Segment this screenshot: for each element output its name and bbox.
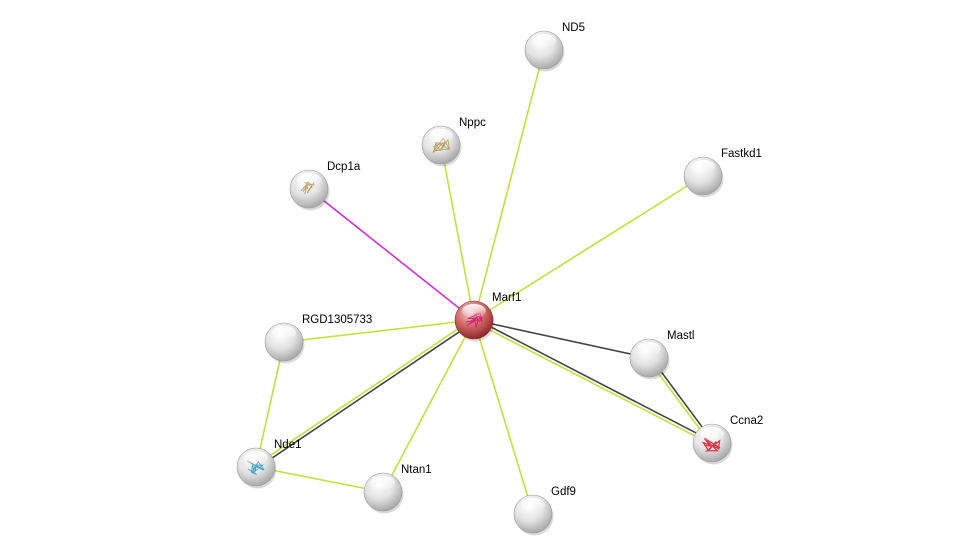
node-Ntan1[interactable]: Ntan1 (364, 464, 432, 514)
node-label: Ntan1 (401, 464, 432, 476)
node-label: ND5 (562, 22, 585, 34)
node-highlight (244, 451, 268, 465)
node-Dcp1a[interactable]: Dcp1a (290, 161, 361, 211)
node-Gdf9[interactable]: Gdf9 (514, 486, 576, 536)
node-highlight (462, 304, 486, 318)
node-label: Marf1 (492, 292, 521, 304)
edge-line-experiments (309, 189, 474, 320)
node-highlight (637, 342, 661, 356)
edge-line-textmining (474, 320, 533, 514)
node-label: Gdf9 (551, 486, 576, 498)
node-highlight (532, 34, 556, 48)
node-highlight (371, 476, 395, 490)
node-label: Mastl (667, 330, 694, 342)
node-label: RGD1305733 (302, 314, 372, 326)
node-highlight (700, 427, 724, 441)
node-highlight (272, 326, 296, 340)
node-Fastkd1[interactable]: Fastkd1 (684, 148, 762, 198)
node-Nppc[interactable]: Nppc (422, 117, 486, 167)
edge-Marf1-Nppc[interactable] (441, 145, 474, 320)
node-highlight (429, 129, 453, 143)
edge-Marf1-Gdf9[interactable] (474, 320, 533, 514)
node-ND5[interactable]: ND5 (525, 22, 585, 72)
edge-line-textmining (474, 50, 544, 320)
node-Nde1[interactable]: Nde1 (237, 439, 302, 489)
edge-line-coexpression (474, 320, 649, 358)
node-label: Nppc (459, 117, 486, 129)
node-highlight (521, 498, 545, 512)
node-label: Nde1 (274, 439, 302, 451)
node-Ccna2[interactable]: Ccna2 (693, 415, 763, 465)
node-label: Ccna2 (730, 415, 763, 427)
node-label: Dcp1a (327, 161, 361, 173)
edge-Marf1-Dcp1a[interactable] (309, 189, 474, 320)
node-Mastl[interactable]: Mastl (630, 330, 694, 380)
node-Marf1[interactable]: Marf1 (455, 292, 521, 342)
edge-Marf1-ND5[interactable] (474, 50, 544, 320)
node-highlight (691, 160, 715, 174)
node-label: Fastkd1 (721, 148, 762, 160)
edge-line-textmining (441, 145, 474, 320)
node-highlight (297, 173, 321, 187)
edge-Marf1-Mastl[interactable] (474, 320, 649, 358)
